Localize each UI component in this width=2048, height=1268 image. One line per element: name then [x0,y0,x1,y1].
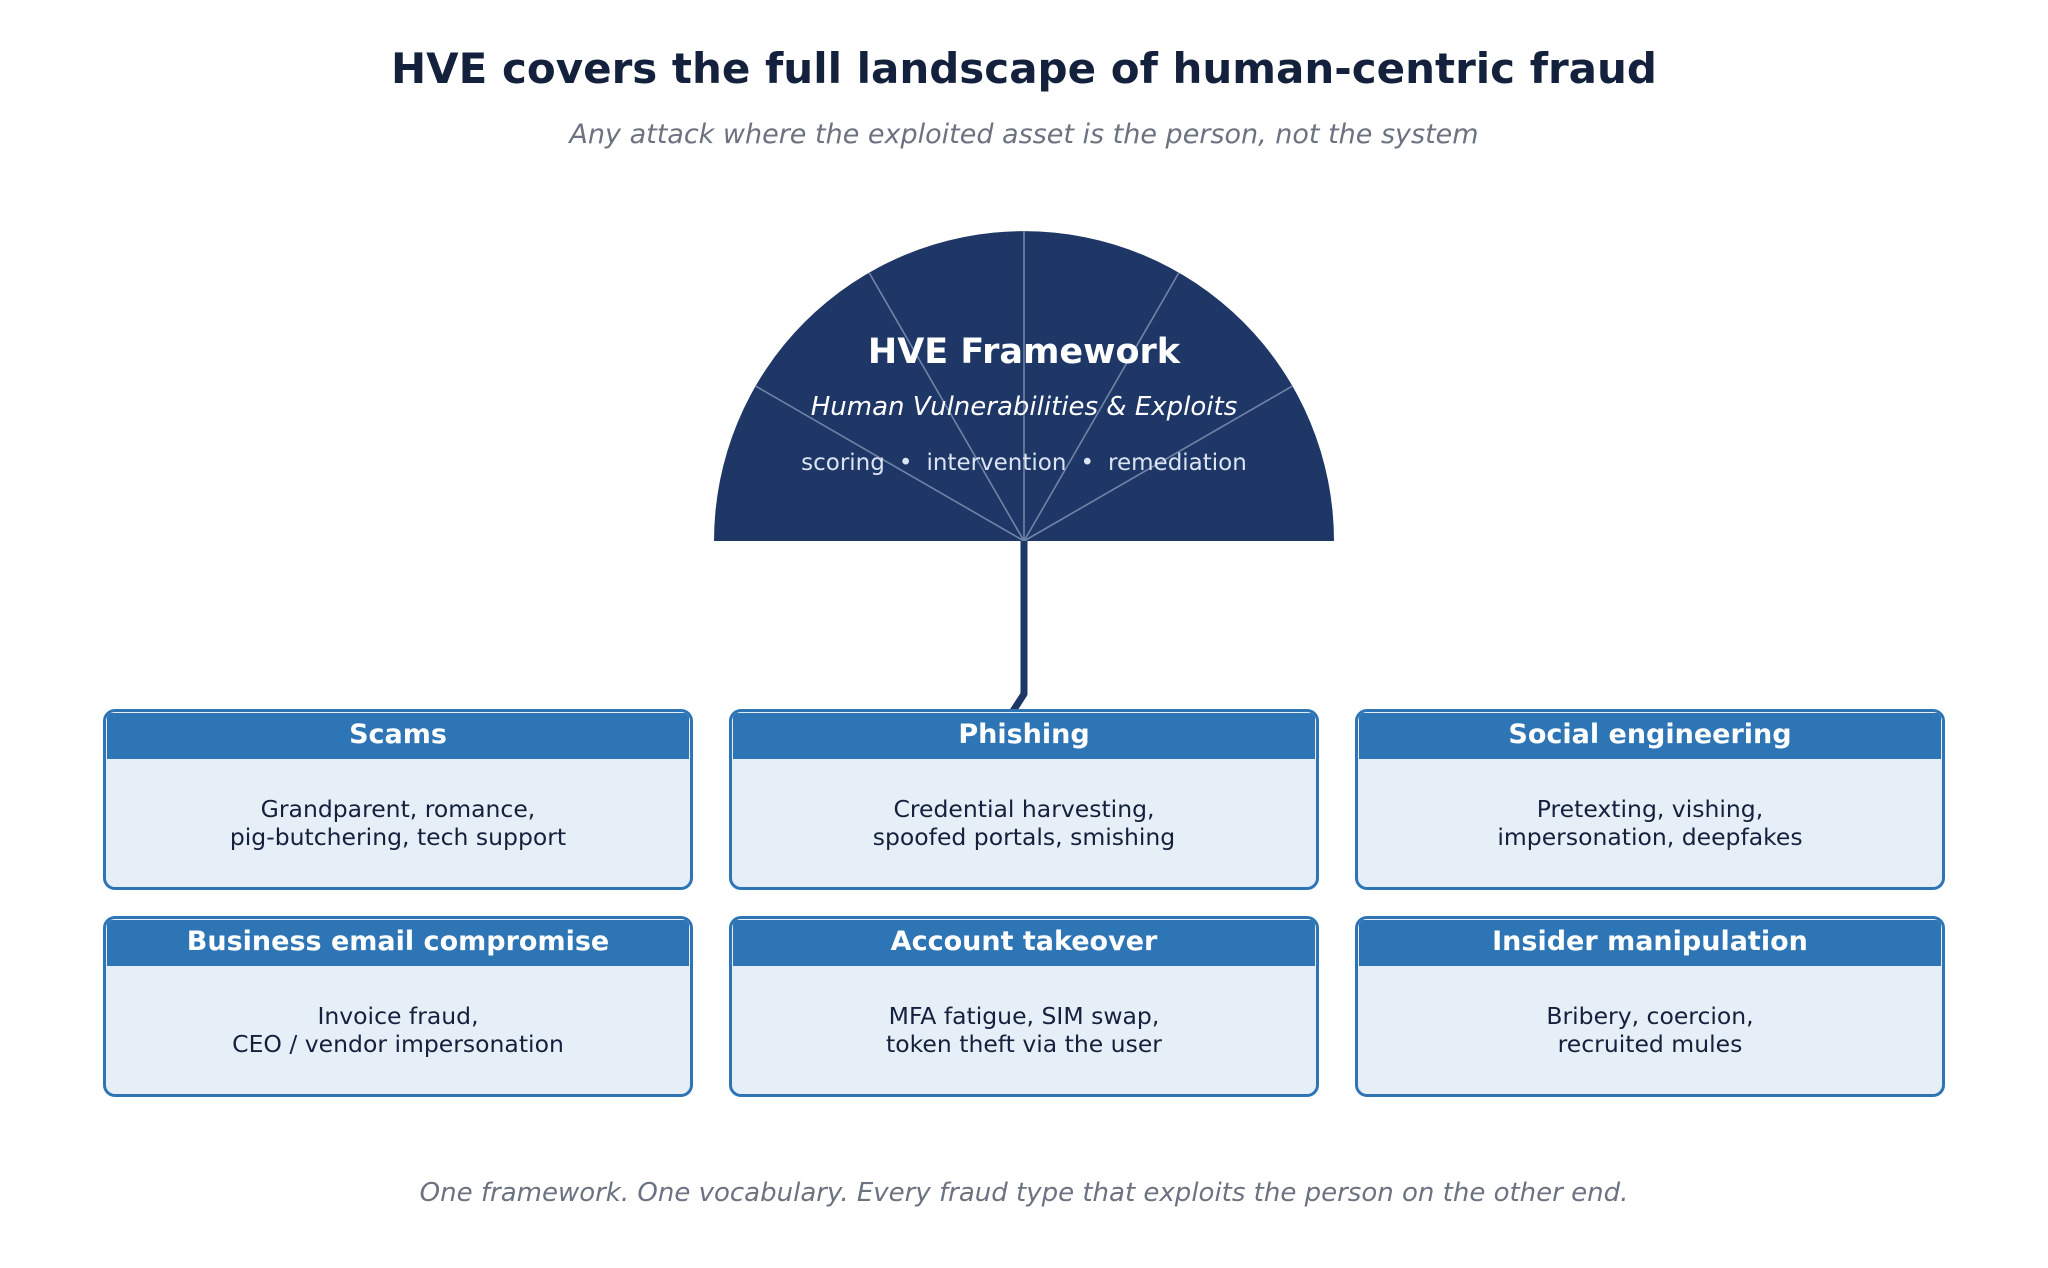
card-business-email-compromise: Business email compromise Invoice fraud,… [103,916,693,1097]
card-account-takeover: Account takeover MFA fatigue, SIM swap, … [729,916,1319,1097]
card-description: MFA fatigue, SIM swap, token theft via t… [886,1001,1162,1058]
card-description: Grandparent, romance, pig-butchering, te… [229,794,567,851]
umbrella-rib [1023,385,1293,542]
card-phishing: Phishing Credential harvesting, spoofed … [729,709,1319,890]
umbrella-ribs [755,231,1293,542]
card-scams: Scams Grandparent, romance, pig-butcheri… [103,709,693,890]
page-subtitle: Any attack where the exploited asset is … [569,119,1479,150]
card-header: Social engineering [1359,713,1941,759]
card-description: Credential harvesting, spoofed portals, … [872,794,1176,851]
tag-separator: • [898,450,913,476]
umbrella-rib [1023,272,1180,542]
umbrella-handle [1003,541,1028,724]
card-header: Account takeover [733,920,1315,966]
tag-intervention: intervention [926,450,1067,476]
card-description: Pretexting, vishing, impersonation, deep… [1497,794,1803,851]
card-insider-manipulation: Insider manipulation Bribery, coercion, … [1355,916,1945,1097]
tag-scoring: scoring [801,450,885,476]
card-description: Bribery, coercion, recruited mules [1546,1001,1754,1058]
card-header: Scams [107,713,689,759]
page-title: HVE covers the full landscape of human-c… [391,44,1657,93]
card-header: Business email compromise [107,920,689,966]
umbrella-rib [755,385,1025,542]
umbrella-title: HVE Framework [867,332,1181,372]
card-header: Insider manipulation [1359,920,1941,966]
card-social-engineering: Social engineering Pretexting, vishing, … [1355,709,1945,890]
umbrella-tags: scoring • intervention • remediation [0,450,2048,476]
umbrella-subtitle: Human Vulnerabilities & Exploits [810,392,1238,422]
footer-tagline: One framework. One vocabulary. Every fra… [419,1178,1629,1208]
card-description: Invoice fraud, CEO / vendor impersonatio… [232,1001,564,1058]
card-header: Phishing [733,713,1315,759]
umbrella-rib [868,272,1025,542]
tag-remediation: remediation [1108,450,1247,476]
tag-separator: • [1080,450,1095,476]
